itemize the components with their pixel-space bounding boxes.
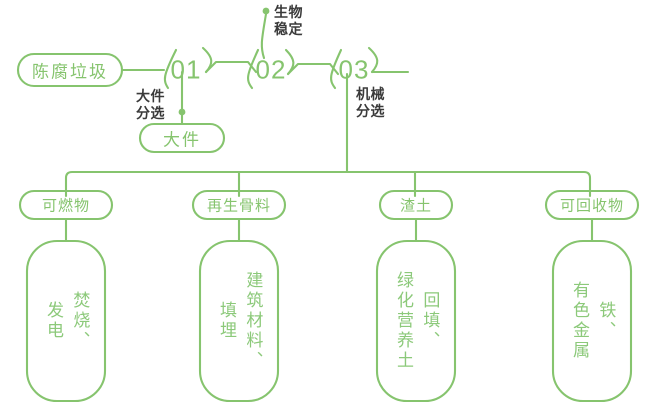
step-02-left-arc — [247, 48, 260, 90]
distribution-bus — [64, 170, 592, 192]
edge-02-to-bio — [260, 12, 268, 60]
bulky-node-shape — [138, 122, 226, 154]
output-pill-3-label: 渣土 — [399, 197, 433, 215]
step-01-left-arc — [163, 48, 178, 90]
step-03-right-arc — [367, 46, 379, 74]
output-pill-2-label: 再生骨料 — [206, 197, 272, 215]
output-pill-1-label: 可燃物 — [41, 197, 91, 215]
detail-box-4-text: 铁、 有色金属 — [570, 281, 616, 361]
detail-box-2-shape — [198, 239, 280, 403]
detail-box-3-text: 回填、 绿化营养土 — [394, 271, 440, 371]
step-01-caption: 大件 分选 — [136, 88, 165, 121]
output-pill-4-label: 可回收物 — [559, 197, 625, 215]
detail-box-3-shape — [375, 239, 457, 403]
edge-02-to-03 — [286, 62, 340, 76]
edge-01-to-02 — [204, 60, 258, 74]
edge-01-bulky-dot — [178, 108, 186, 116]
detail-box-1-text: 焚烧、 发电 — [44, 291, 90, 351]
step-03-left-arc — [330, 48, 343, 90]
edge-02-bio-dot — [262, 7, 270, 15]
step-03-caption: 机械 分选 — [356, 86, 385, 119]
step-02-number: 02 — [255, 54, 287, 85]
bulky-node-label: 大件 — [163, 130, 201, 150]
step-03-number: 03 — [338, 54, 370, 85]
step-02-caption: 生物 稳定 — [274, 4, 303, 37]
detail-box-1-shape — [25, 239, 107, 403]
detail-box-4-shape — [551, 239, 633, 403]
start-node-label: 陈腐垃圾 — [32, 62, 108, 82]
step-01-number: 01 — [170, 54, 202, 85]
detail-box-2-text: 建筑材料、 填埋 — [217, 271, 263, 371]
